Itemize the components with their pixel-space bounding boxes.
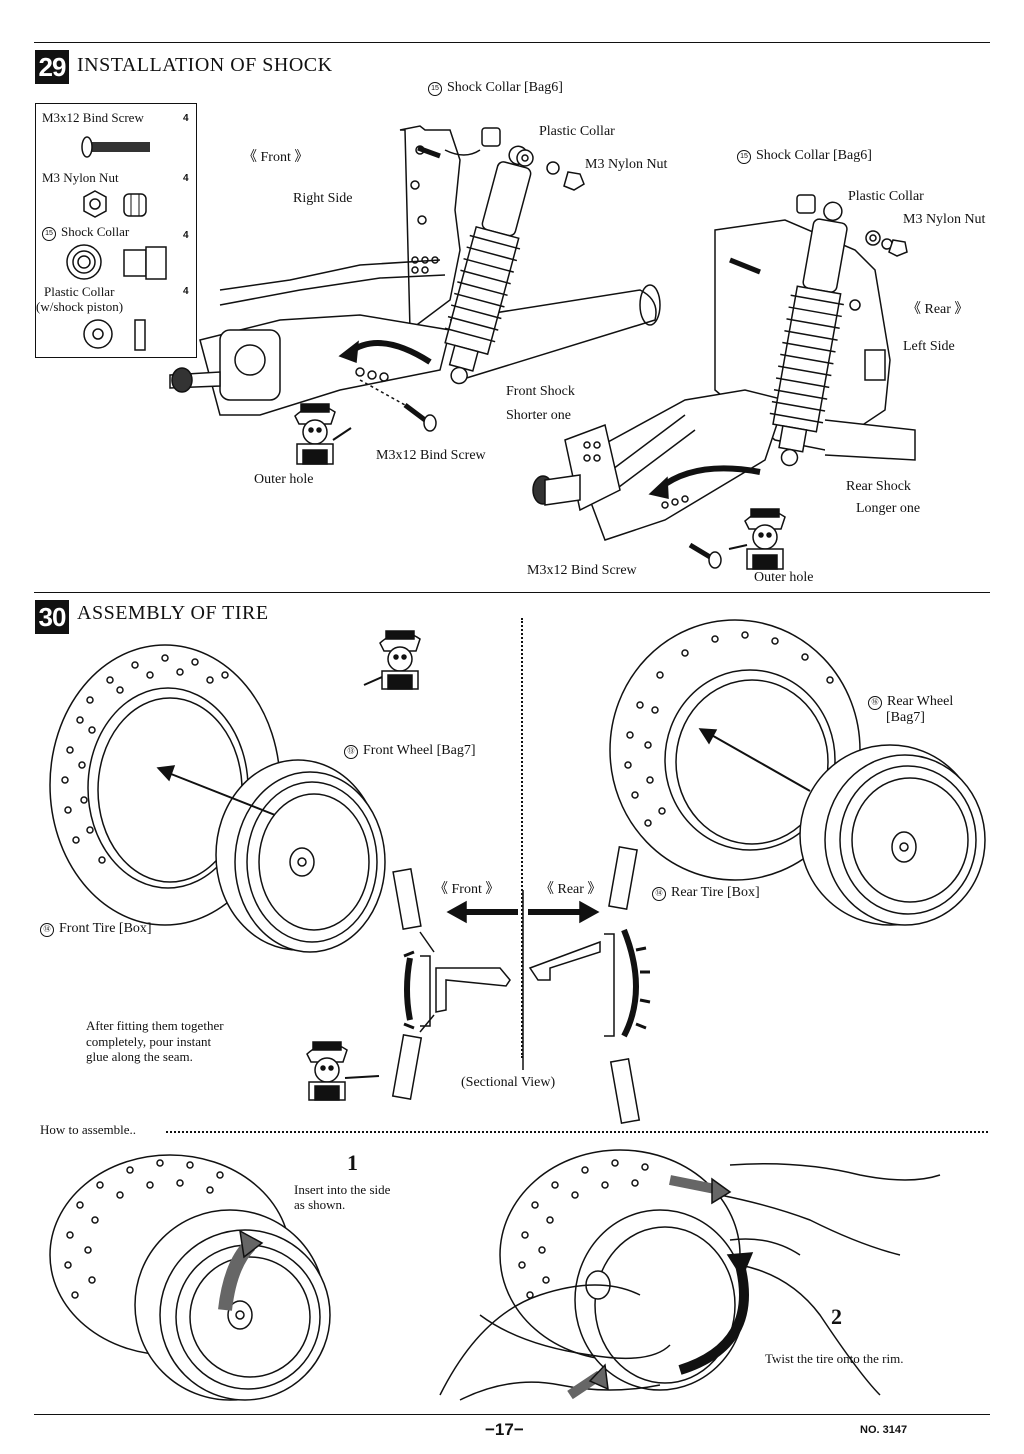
label-outer-hole-right: Outer hole	[754, 570, 814, 585]
how-to-dotted-line	[166, 1131, 988, 1133]
label-plastic-collar-right: Plastic Collar	[848, 189, 924, 204]
twist-tire-illustration	[439, 1149, 941, 1401]
step-30-number: 30	[35, 600, 69, 634]
label-longer-one: Longer one	[856, 501, 921, 516]
sectional-view-diagram	[391, 846, 651, 1124]
top-rule	[34, 42, 990, 43]
document-number: NO. 3147	[860, 1424, 908, 1436]
plastic-collar-icon	[83, 319, 146, 351]
glue-note-line2: completely, pour instant	[86, 1034, 212, 1049]
ref-icon: ⑬	[344, 745, 358, 759]
nut-icon	[83, 190, 147, 218]
part-screw-name: M3x12 Bind Screw	[42, 110, 144, 125]
part-nut-qty: 4	[183, 173, 189, 184]
glue-note-line3: glue along the seam.	[86, 1049, 193, 1064]
part-plastic-sub: (w/shock piston)	[36, 299, 124, 314]
ref-icon: 15	[737, 150, 751, 164]
label-front-tag: 《 Front 》	[434, 882, 500, 897]
front-shock-illustration	[169, 125, 661, 432]
label-left-side: Left Side	[903, 339, 955, 354]
mascot-figure	[294, 403, 352, 465]
divider-dotted	[521, 618, 523, 1058]
how-to-step-1-text-1: Insert into the side	[294, 1182, 391, 1197]
rear-tire-illustration	[609, 619, 986, 926]
ref-icon: ⑭	[652, 887, 666, 901]
mascot-figure	[363, 630, 421, 690]
label-front-shock: Front Shock	[506, 384, 575, 399]
step-29-number: 29	[35, 50, 69, 84]
mascot-figure	[306, 1041, 380, 1101]
label-outer-hole-left: Outer hole	[254, 472, 314, 487]
label-rear: 《 Rear 》	[907, 302, 969, 317]
label-nylon-nut-right: M3 Nylon Nut	[903, 212, 986, 227]
section-rule	[34, 592, 990, 593]
label-rear-shock: Rear Shock	[846, 479, 911, 494]
step-29-title: INSTALLATION OF SHOCK	[77, 54, 333, 76]
ref-icon: 15	[428, 82, 442, 96]
rear-shock-illustration	[532, 194, 916, 569]
glue-note-line1: After fitting them together	[86, 1018, 224, 1033]
part-screw-qty: 4	[183, 113, 189, 124]
step-30-title: ASSEMBLY OF TIRE	[77, 602, 269, 624]
label-rear-wheel-bag: [Bag7]	[886, 710, 925, 725]
label-right-side: Right Side	[293, 191, 353, 206]
how-to-assemble-label: How to assemble..	[40, 1122, 137, 1137]
label-plastic-collar-left: Plastic Collar	[539, 124, 615, 139]
collar-icon	[66, 244, 167, 280]
insert-tire-illustration	[49, 1154, 331, 1401]
ref-icon: ⑯	[868, 696, 882, 710]
ref-icon: ⑭	[40, 923, 54, 937]
label-rear-tag: 《 Rear 》	[540, 882, 602, 897]
label-front: 《 Front 》	[243, 150, 309, 165]
part-plastic-name: Plastic Collar	[44, 284, 115, 299]
label-bind-screw-right: M3x12 Bind Screw	[527, 563, 637, 578]
how-to-step-2-number: 2	[831, 1304, 842, 1329]
label-bind-screw-left: M3x12 Bind Screw	[376, 448, 486, 463]
part-nut-name: M3 Nylon Nut	[42, 170, 119, 185]
screw-icon	[81, 136, 150, 158]
front-tire-illustration	[49, 644, 386, 953]
how-to-step-1-text-2: as shown.	[294, 1197, 346, 1212]
part-plastic-qty: 4	[183, 286, 189, 297]
label-nylon-nut-left: M3 Nylon Nut	[585, 157, 668, 172]
mascot-figure	[728, 508, 786, 570]
how-to-step-2-text: Twist the tire onto the rim.	[765, 1351, 904, 1366]
how-to-step-1-number: 1	[347, 1150, 358, 1175]
label-sectional-view: (Sectional View)	[461, 1075, 556, 1090]
page-number: −17−	[485, 1420, 524, 1439]
part-collar-qty: 4	[183, 230, 189, 241]
bottom-rule	[34, 1414, 990, 1415]
ref-icon: 15	[42, 227, 56, 241]
label-shorter-one: Shorter one	[506, 408, 571, 423]
